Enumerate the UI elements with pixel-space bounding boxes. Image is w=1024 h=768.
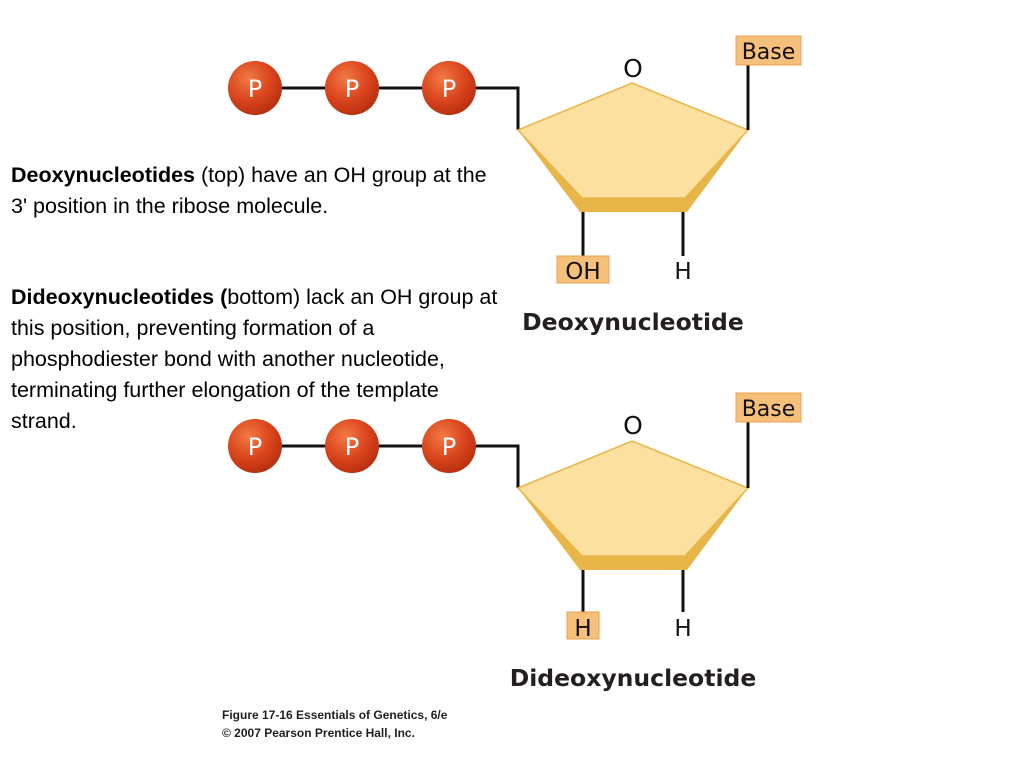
dideoxynucleotide-description: Dideoxynucleotides (bottom) lack an OH g… [11,282,501,437]
phosphate-label: P [442,433,456,461]
phosphate-label: P [248,75,262,103]
phosphate-1: P [228,61,282,115]
dideoxynucleotides-term: Dideoxynucleotides ( [11,285,228,309]
dideoxynucleotide-title: Dideoxynucleotide [510,664,757,692]
base-label-box: Base [735,35,802,66]
deoxynucleotide-description: Deoxynucleotides (top) have an OH group … [11,160,501,222]
hydrogen-label: H [674,259,691,285]
base-label-box: Base [735,392,802,423]
phosphate-3: P [422,419,476,473]
dideoxynucleotides-explanation: bottom) lack an OH group at this positio… [11,285,498,433]
deoxynucleotide-title: Deoxynucleotide [522,308,744,336]
base-label: Base [742,40,796,65]
deoxynucleotides-explanation: (top) have an OH group at the 3' positio… [11,163,487,218]
phosphate-label: P [345,433,359,461]
hydroxyl-label: OH [565,259,600,285]
deoxynucleotide-structure: P P P O Base OH H Deoxynucleotide [228,35,802,336]
phosphate-1: P [228,419,282,473]
phosphate-label: P [345,75,359,103]
figure-caption: Figure 17-16 Essentials of Genetics, 6/e [222,708,448,722]
phosphate-2: P [325,61,379,115]
phosphate-3: P [422,61,476,115]
phosphate-label: P [442,75,456,103]
phosphate-2: P [325,419,379,473]
copyright-notice: © 2007 Pearson Prentice Hall, Inc. [222,726,415,740]
phosphate-label: P [248,433,262,461]
hydrogen-label: H [674,616,691,642]
deoxyribose-ring: O [516,54,750,212]
hydrogen-label: H [574,616,591,642]
ring-oxygen-label: O [623,54,643,83]
base-label: Base [742,397,796,422]
dideoxynucleotide-structure: P P P O Base H H Dideoxynucleotide [228,392,802,692]
ring-oxygen-label: O [623,411,643,440]
hydroxyl-label-box: OH [556,255,610,285]
hydrogen-label-box: H [566,611,600,642]
deoxynucleotides-term: Deoxynucleotides [11,163,195,187]
dideoxyribose-ring: O [516,411,750,570]
